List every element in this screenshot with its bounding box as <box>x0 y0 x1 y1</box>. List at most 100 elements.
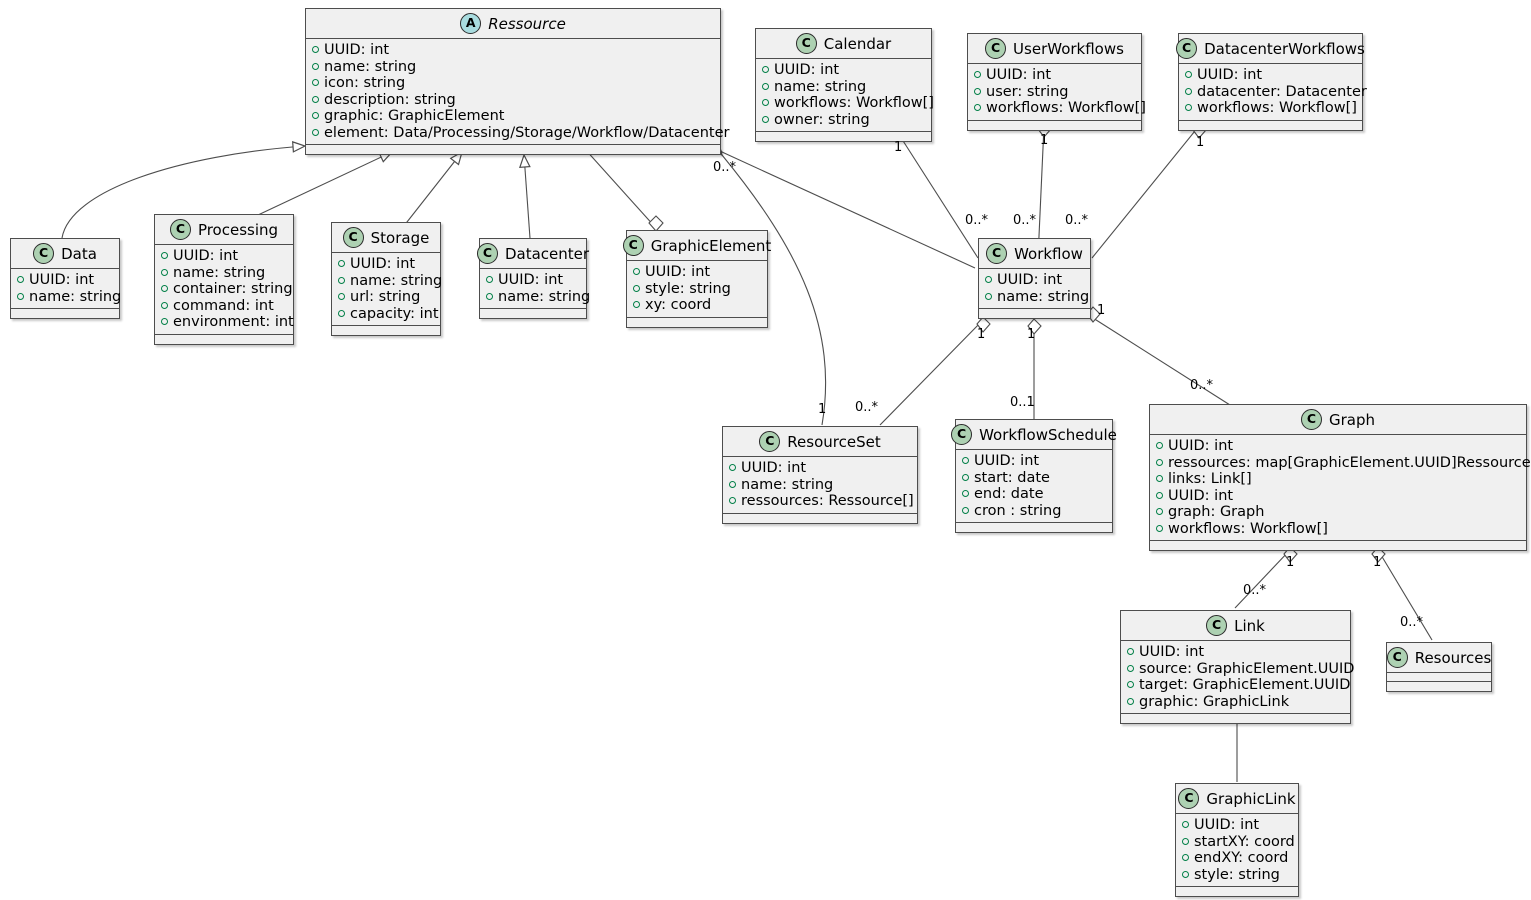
attribute-row: user: string <box>974 84 1133 101</box>
attribute-row: UUID: int <box>1156 438 1518 455</box>
visibility-public-icon <box>985 276 992 283</box>
visibility-public-icon <box>729 497 736 504</box>
visibility-public-icon <box>1182 870 1189 878</box>
class-resources[interactable]: C Resources <box>1386 642 1492 692</box>
attribute-text: xy: coord <box>645 297 712 313</box>
class-ressource[interactable]: A Ressource UUID: int name: string icon:… <box>305 8 729 155</box>
class-storage[interactable]: C Storage UUID: int name: string url: st… <box>331 222 442 336</box>
attributes-storage: UUID: int name: string url: string capac… <box>332 253 442 326</box>
attribute-row: UUID: int <box>1156 488 1518 505</box>
visibility-public-icon <box>486 292 493 300</box>
visibility-public-icon <box>312 46 319 53</box>
attribute-row: source: GraphicElement.UUID <box>1127 661 1354 678</box>
attribute-row: workflows: Workflow[] <box>1156 521 1518 538</box>
attribute-text: name: string <box>741 476 834 493</box>
attribute-text: UUID: int <box>774 62 840 78</box>
visibility-public-icon <box>312 112 319 119</box>
attribute-text: command: int <box>173 297 274 314</box>
class-header-processing: C Processing <box>155 215 293 245</box>
class-graphicelement[interactable]: C GraphicElement UUID: int style: string… <box>622 230 771 328</box>
visibility-public-icon <box>1182 854 1189 861</box>
class-data[interactable]: C Data UUID: int name: string <box>10 238 122 319</box>
attribute-row: graphic: GraphicLink <box>1127 694 1342 711</box>
class-header-data: C Data <box>11 239 119 269</box>
attribute-row: target: GraphicElement.UUID <box>1127 677 1350 694</box>
methods-userworkflows <box>968 120 1141 130</box>
attribute-text: UUID: int <box>986 67 1052 83</box>
visibility-public-icon <box>338 293 345 300</box>
visibility-public-icon <box>633 301 640 308</box>
class-graph[interactable]: C Graph UUID: int ressources: map[Graphi… <box>1149 404 1531 551</box>
attribute-text: UUID: int <box>1197 67 1263 83</box>
attribute-text: style: string <box>645 280 731 297</box>
attribute-row: UUID: int <box>1127 644 1342 661</box>
class-icon: C <box>795 33 817 54</box>
class-name: GraphicElement <box>650 236 772 255</box>
class-header-storage: C Storage <box>332 223 440 253</box>
attribute-text: name: string <box>29 288 122 305</box>
attribute-row: endXY: coord <box>1182 850 1290 867</box>
class-link[interactable]: C Link UUID: int source: GraphicElement.… <box>1120 610 1354 724</box>
attribute-row: ressources: Ressource[] <box>729 493 914 510</box>
class-userworkflows[interactable]: C UserWorkflows UUID: int user: string w… <box>967 33 1146 131</box>
visibility-public-icon <box>312 128 319 136</box>
multiplicity-workflow-graph-one: 1 <box>1097 303 1106 318</box>
class-workflow[interactable]: C Workflow UUID: int name: string <box>978 238 1091 319</box>
attribute-row: style: string <box>633 281 759 298</box>
visibility-public-icon <box>1127 664 1134 672</box>
visibility-public-icon <box>338 309 345 317</box>
attribute-row: links: Link[] <box>1156 471 1518 488</box>
class-header-graphiclink: C GraphicLink <box>1176 784 1298 814</box>
visibility-public-icon <box>762 115 769 123</box>
attribute-text: workflows: Workflow[] <box>1168 520 1328 537</box>
visibility-public-icon <box>1156 508 1163 515</box>
attribute-row: start: date <box>962 470 1104 487</box>
attributes-data: UUID: int name: string <box>11 269 122 309</box>
attribute-row: url: string <box>338 289 432 306</box>
class-calendar[interactable]: C Calendar UUID: int name: string workfl… <box>755 28 934 142</box>
multiplicity-workflow-from-calendar: 0..* <box>965 213 989 228</box>
attributes-datacenterworkflows: UUID: int datacenter: Datacenter workflo… <box>1179 64 1367 121</box>
methods-resourceset <box>723 513 917 523</box>
class-resourceset[interactable]: C ResourceSet UUID: int name: string res… <box>722 426 918 524</box>
attribute-row: workflows: Workflow[] <box>762 95 934 112</box>
multiplicity-workflow-from-datacenterworkflows: 0..* <box>1065 213 1089 228</box>
class-graphiclink[interactable]: C GraphicLink UUID: int startXY: coord e… <box>1175 783 1299 897</box>
methods-link <box>1121 714 1350 723</box>
visibility-public-icon <box>338 276 345 284</box>
attributes-graphicelement: UUID: int style: string xy: coord <box>627 261 767 318</box>
class-name: DatacenterWorkflows <box>1204 39 1365 58</box>
attribute-text: description: string <box>324 91 456 108</box>
class-icon: C <box>1386 647 1408 668</box>
visibility-public-icon <box>1156 475 1163 482</box>
multiplicity-datacenterworkflows-end: 1 <box>1196 135 1205 150</box>
class-icon: C <box>476 243 498 264</box>
attribute-row: name: string <box>985 289 1089 306</box>
class-header-calendar: C Calendar <box>756 29 931 59</box>
visibility-public-icon <box>1185 87 1192 95</box>
attribute-row: UUID: int <box>312 42 712 59</box>
attribute-row: UUID: int <box>486 272 578 289</box>
class-processing[interactable]: C Processing UUID: int name: string cont… <box>154 214 294 345</box>
attribute-text: name: string <box>498 288 591 305</box>
attribute-row: UUID: int <box>633 264 759 281</box>
attribute-text: container: string <box>173 281 293 297</box>
attribute-row: style: string <box>1182 867 1290 884</box>
attribute-text: startXY: coord <box>1194 833 1295 850</box>
attributes-ressource: UUID: int name: string icon: string desc… <box>306 39 729 145</box>
attribute-row: end: date <box>962 486 1104 503</box>
class-workflowschedule[interactable]: C WorkflowSchedule UUID: int start: date… <box>951 419 1117 533</box>
class-icon: C <box>986 243 1008 264</box>
attribute-row: element: Data/Processing/Storage/Workflo… <box>312 125 729 142</box>
attribute-row: startXY: coord <box>1182 834 1295 851</box>
visibility-public-icon <box>1156 458 1163 466</box>
methods-datacenter <box>480 309 586 318</box>
attribute-row: owner: string <box>762 112 923 129</box>
class-datacenter[interactable]: C Datacenter UUID: int name: string <box>476 238 591 319</box>
class-datacenterworkflows[interactable]: C DatacenterWorkflows UUID: int datacent… <box>1176 33 1367 131</box>
attribute-row: workflows: Workflow[] <box>1185 100 1357 117</box>
multiplicity-graph-end: 0..* <box>1190 378 1214 393</box>
class-name: UserWorkflows <box>1013 39 1124 58</box>
visibility-public-icon <box>762 66 769 73</box>
methods-storage <box>332 326 440 335</box>
